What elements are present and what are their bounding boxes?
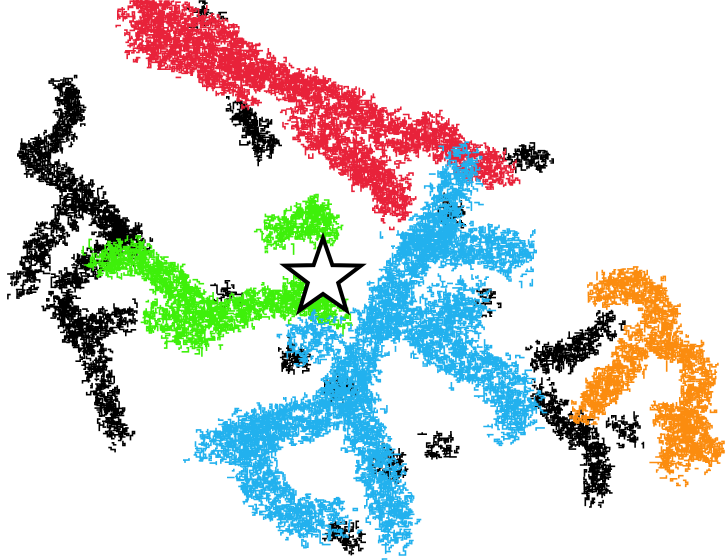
orange-cluster-walk [569, 266, 725, 488]
orange-cluster [569, 266, 725, 488]
green-cluster-walk [81, 193, 353, 357]
red-cluster [115, 0, 521, 231]
green-cluster [81, 193, 353, 357]
blue-cluster-walk [183, 141, 548, 560]
blue-cluster [183, 141, 548, 560]
red-cluster-walk [115, 0, 521, 231]
star-icon [279, 231, 367, 316]
